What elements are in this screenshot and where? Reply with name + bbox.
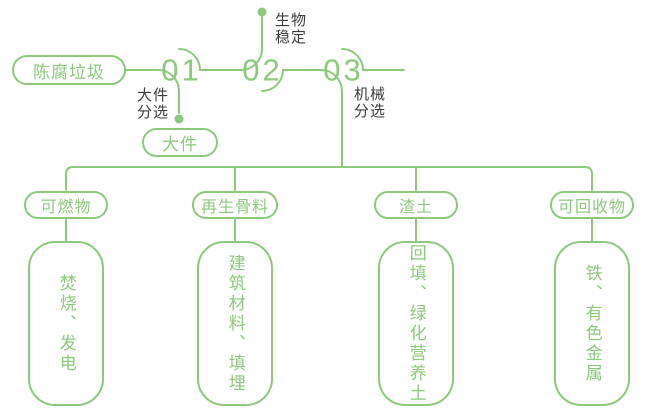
connector-03-tail	[341, 48, 405, 71]
label-mechanical-sorting: 机械 分选	[354, 86, 386, 120]
disposal-box-slag-soil: 回填、绿化营养土	[378, 241, 454, 406]
disposal-box-combustibles: 焚烧、发电	[28, 241, 104, 406]
disposal-text: 铁、有色金属	[582, 263, 602, 384]
category-pill-combustibles: 可燃物	[24, 191, 108, 219]
label-line: 分选	[137, 104, 170, 121]
disposal-text: 建筑材料、填埋	[225, 253, 245, 394]
category-pill-slag-soil: 渣土	[374, 191, 458, 219]
disposal-text: 回填、绿化营养土	[406, 243, 426, 404]
label-line: 机械	[354, 86, 387, 103]
label-bulky-sorting: 大件 分选	[137, 87, 169, 121]
connector-01-to-02-branch	[178, 16, 263, 71]
distribution-rail	[65, 166, 593, 191]
connector-02-to-03-drop	[261, 69, 343, 168]
source-pill: 陈腐垃圾	[12, 55, 126, 85]
category-pill-recycled-aggregate: 再生骨料	[192, 191, 278, 219]
step-number-01: 01	[161, 52, 202, 88]
output-pill-bulky: 大件	[142, 128, 218, 157]
disposal-box-recyclables: 铁、有色金属	[554, 241, 630, 406]
connector-source-to-01-branch	[125, 69, 180, 114]
label-line: 分选	[354, 103, 387, 120]
disposal-box-recycled-aggregate: 建筑材料、填埋	[197, 241, 273, 406]
label-line: 大件	[137, 87, 170, 104]
branch-dot-bulky	[174, 114, 184, 124]
category-pill-recyclables: 可回收物	[550, 191, 634, 219]
step-number-02: 02	[242, 52, 283, 88]
step-number-03: 03	[323, 52, 364, 88]
label-line: 生物	[275, 12, 308, 29]
disposal-text: 焚烧、发电	[56, 273, 76, 374]
branch-dot-bio	[257, 7, 267, 17]
label-line: 稳定	[275, 29, 308, 46]
label-bio-stabilization: 生物 稳定	[275, 12, 307, 46]
